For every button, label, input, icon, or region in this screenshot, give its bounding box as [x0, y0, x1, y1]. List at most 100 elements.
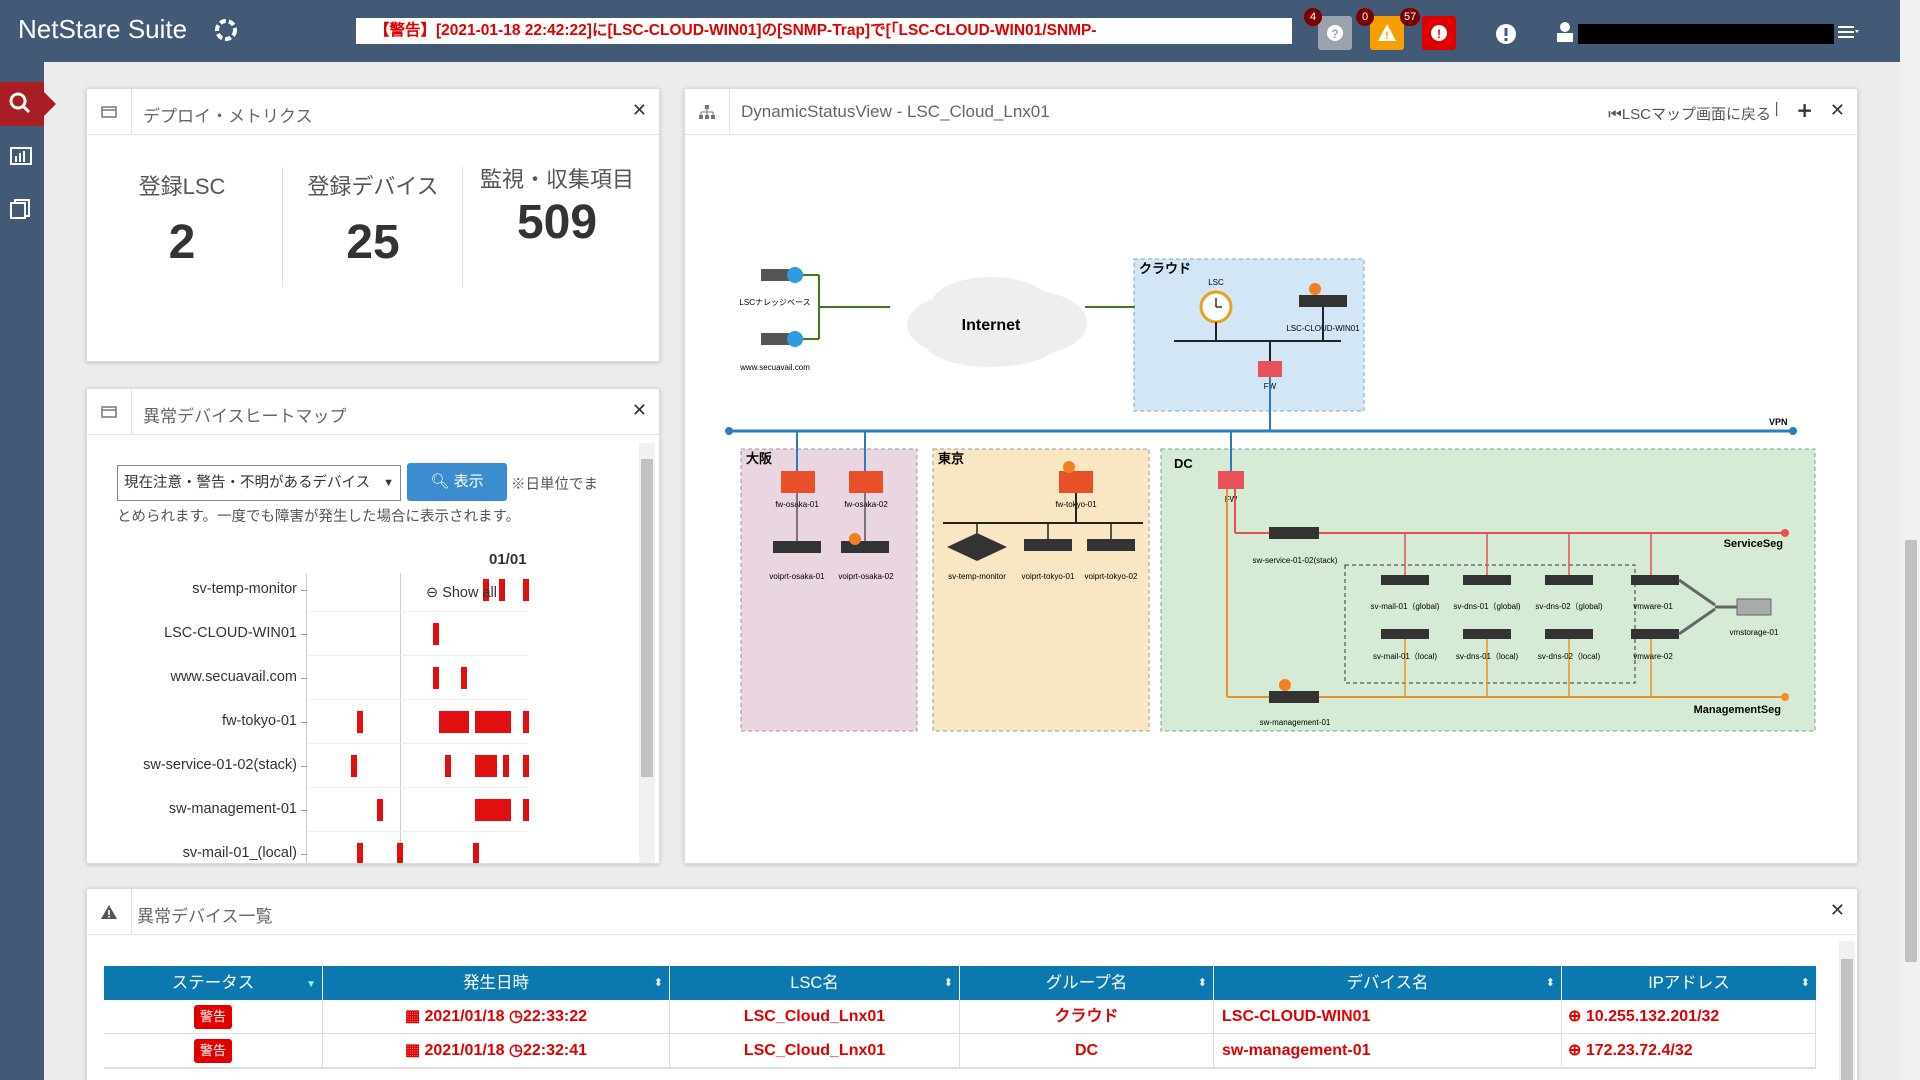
heatmap-cell[interactable] — [503, 755, 509, 777]
sort-icon[interactable]: ⬍ — [1800, 977, 1810, 989]
map-panel: DynamicStatusView - LSC_Cloud_Lnx01 ⏮LSC… — [684, 88, 1858, 864]
refresh-icon[interactable] — [212, 16, 240, 44]
heatmap-cell[interactable] — [439, 711, 469, 733]
menu-icon[interactable] — [1836, 22, 1860, 42]
heatmap-cell[interactable] — [445, 755, 451, 777]
heatmap-cell[interactable] — [397, 843, 403, 863]
time-value: 22:32:41 — [523, 1042, 588, 1059]
sv-temp-monitor-icon[interactable] — [947, 533, 1007, 561]
sw-service-icon[interactable] — [1269, 527, 1319, 539]
show-button[interactable]: 🔍︎ 表示 — [407, 463, 507, 501]
sv-mail-global-icon[interactable] — [1381, 575, 1429, 585]
unknown-alert-button[interactable]: ? — [1318, 16, 1352, 50]
alert-ticker[interactable]: 【警告】[2021-01-18 22:42:22]に[LSC-CLOUD-WIN… — [356, 18, 1292, 44]
column-header-group[interactable]: グループ名⬍ — [960, 966, 1214, 1000]
show-all-button[interactable]: ⊖ Show all — [426, 585, 497, 601]
sort-icon[interactable]: ⬍ — [653, 977, 663, 989]
heatmap-tick — [301, 810, 307, 811]
heatmap-cell[interactable] — [473, 843, 479, 863]
lsc-cell[interactable]: LSC_Cloud_Lnx01 — [670, 1034, 960, 1068]
voip-tokyo-01-icon[interactable] — [1024, 539, 1072, 551]
sv-dns01-global-icon[interactable] — [1463, 575, 1511, 585]
unknown-count-badge: 4 — [1304, 8, 1322, 26]
heatmap-cell[interactable] — [475, 711, 511, 733]
sv-dns01-local-icon[interactable] — [1463, 629, 1511, 639]
secuavail-server-icon[interactable] — [761, 333, 795, 345]
column-header-device[interactable]: デバイス名⬍ — [1214, 966, 1562, 1000]
vmware02-icon[interactable] — [1631, 629, 1679, 639]
column-header-datetime[interactable]: 発生日時⬍ — [323, 966, 670, 1000]
device-cell[interactable]: LSC-CLOUD-WIN01 — [1214, 1000, 1562, 1034]
metrics-panel: デプロイ・メトリクス ✕ 登録LSC 2 登録デバイス 25 監視・収集項目 5… — [86, 88, 660, 362]
close-icon[interactable]: ✕ — [1829, 900, 1845, 921]
warning-alert-button[interactable]: ! — [1370, 16, 1404, 50]
device-filter-value: 現在注意・警告・不明があるデバイス — [124, 475, 371, 491]
clock-icon: ◷ — [509, 1008, 523, 1025]
heatmap-cell[interactable] — [523, 799, 529, 821]
sort-icon[interactable]: ⬍ — [1197, 977, 1207, 989]
metric-value: 509 — [516, 196, 598, 249]
device-cell[interactable]: sw-management-01 — [1214, 1034, 1562, 1068]
status-badge: 警告 — [193, 1039, 232, 1063]
voip-osaka-01-icon[interactable] — [773, 541, 821, 553]
cloud-fw-icon[interactable] — [1258, 361, 1282, 377]
heatmap-cell[interactable] — [433, 667, 439, 689]
device-list-scroll-thumb[interactable] — [1841, 959, 1853, 1080]
heatmap-cell[interactable] — [461, 667, 467, 689]
vmware01-icon[interactable] — [1631, 575, 1679, 585]
fw-tokyo-01-icon[interactable] — [1059, 471, 1093, 493]
heatmap-cell[interactable] — [475, 755, 497, 777]
column-header-ip[interactable]: IPアドレス⬍ — [1562, 966, 1816, 1000]
device-filter-select[interactable]: 現在注意・警告・不明があるデバイス ▼ — [117, 465, 401, 501]
error-alert-button[interactable]: ! — [1422, 16, 1456, 50]
page-scroll-thumb[interactable] — [1905, 540, 1917, 962]
sv-dns02-global-icon[interactable] — [1545, 575, 1593, 585]
close-icon[interactable]: ✕ — [631, 400, 647, 421]
back-to-lsc-map-link[interactable]: ⏮LSCマップ画面に戻る — [1608, 103, 1771, 124]
voip-tokyo-02-icon[interactable] — [1087, 539, 1135, 551]
heatmap-cell[interactable] — [523, 755, 529, 777]
sidebar-search-button[interactable] — [0, 82, 56, 126]
fw-osaka-02-icon[interactable] — [849, 471, 883, 493]
heatmap-cell[interactable] — [523, 711, 529, 733]
fw-osaka-01-icon[interactable] — [781, 471, 815, 493]
heatmap-cell[interactable] — [475, 799, 511, 821]
notification-icon[interactable] — [1492, 20, 1520, 48]
heatmap-cell[interactable] — [357, 711, 363, 733]
heatmap-cell[interactable] — [357, 843, 363, 863]
sort-icon[interactable]: ⬍ — [943, 977, 953, 989]
win01-server-icon[interactable] — [1299, 295, 1347, 307]
vmstorage-icon[interactable] — [1736, 598, 1772, 616]
sw-management-icon[interactable] — [1269, 691, 1319, 703]
column-header-status[interactable]: ステータス▼ — [104, 966, 323, 1000]
sort-icon[interactable]: ⬍ — [1545, 977, 1555, 989]
sv-dns02-local-icon[interactable] — [1545, 629, 1593, 639]
heatmap-cell[interactable] — [433, 623, 439, 645]
dc-fw-icon[interactable] — [1218, 471, 1244, 489]
heatmap-cell[interactable] — [523, 579, 529, 601]
close-icon[interactable]: ✕ — [1829, 100, 1845, 121]
globe-icon: ⊕ — [1568, 1008, 1586, 1025]
heatmap-cell[interactable] — [377, 799, 383, 821]
heatmap-scroll-thumb[interactable] — [641, 459, 653, 777]
column-header-lsc[interactable]: LSC名⬍ — [670, 966, 960, 1000]
sv-dns02-local-label: sv-dns-02（local) — [1538, 652, 1601, 661]
sort-desc-icon[interactable]: ▼ — [306, 979, 316, 990]
heatmap-cell[interactable] — [351, 755, 357, 777]
zoom-out-icon: ⊖ — [426, 585, 439, 601]
chart-icon[interactable] — [9, 146, 35, 168]
knowledge-server-icon[interactable] — [761, 269, 795, 281]
heatmap-cell[interactable] — [483, 579, 489, 601]
user-icon[interactable] — [1554, 20, 1576, 44]
add-icon[interactable]: + — [1796, 98, 1813, 122]
lsc-cell[interactable]: LSC_Cloud_Lnx01 — [670, 1000, 960, 1034]
link-line — [1678, 607, 1716, 636]
close-icon[interactable]: ✕ — [631, 100, 647, 121]
sv-mail-local-icon[interactable] — [1381, 629, 1429, 639]
brand-name[interactable]: NetStare Suite — [18, 14, 188, 44]
pages-icon[interactable] — [9, 198, 35, 220]
voip-osaka-02-icon[interactable] — [841, 541, 889, 553]
heatmap-cell[interactable] — [499, 579, 505, 601]
ip-value: 172.23.72.4/32 — [1585, 1042, 1693, 1059]
